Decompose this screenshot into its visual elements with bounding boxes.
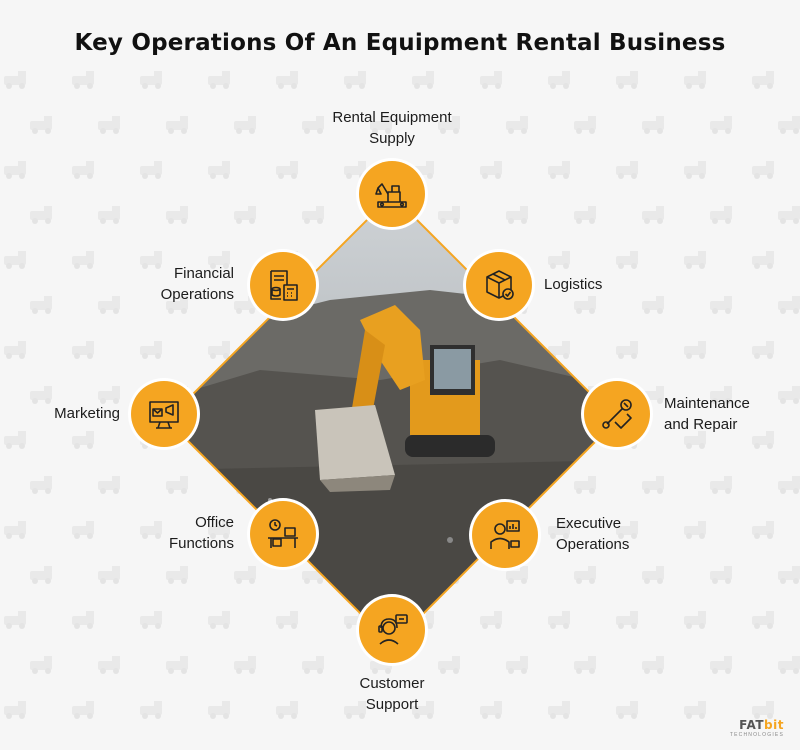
excavator-photo [167,195,617,645]
node-rental-equipment-supply [359,161,425,227]
finance-calculator-icon [270,270,298,301]
office-desk-icon [268,519,298,548]
label-logistics: Logistics [544,276,603,293]
node-logistics [466,252,532,318]
node-executive-operations [472,502,538,568]
fatbit-logo: FATbit TECHNOLOGIES [729,718,784,738]
package-box-icon [486,270,514,300]
page-title: Key Operations Of An Equipment Rental Bu… [74,30,726,56]
node-office-functions [250,501,316,567]
marketing-monitor-icon [149,401,179,429]
node-marketing [131,381,197,447]
label-marketing: Marketing [54,405,120,422]
executive-presentation-icon [490,520,520,549]
node-customer-support [359,597,425,663]
node-maintenance-repair [584,381,650,447]
excavator-icon [375,183,407,208]
node-financial-operations [250,252,316,318]
wrench-hand-icon [602,399,632,429]
headset-agent-icon [378,614,408,645]
